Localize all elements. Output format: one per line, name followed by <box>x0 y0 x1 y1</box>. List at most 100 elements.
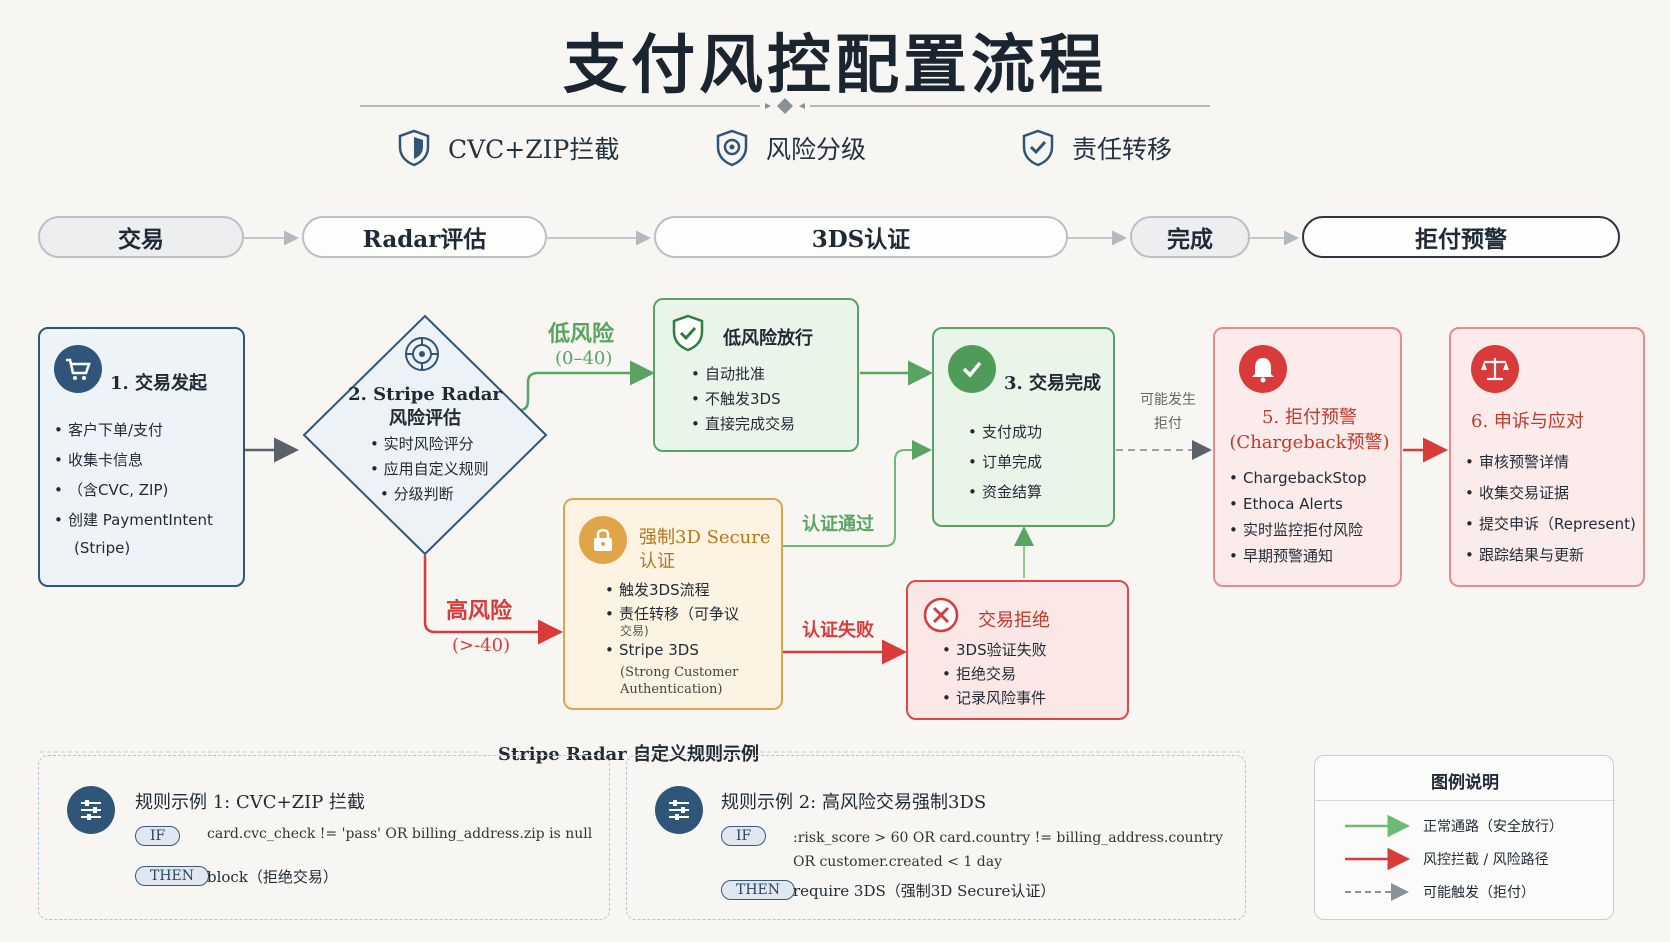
list-item: 自动批准 <box>691 362 795 387</box>
node-force-3ds: 强制3D Secure 认证 触发3DS流程 责任转移（可争议 交易) Stri… <box>563 498 783 710</box>
legend-swatches <box>1345 814 1410 901</box>
list-item: 客户下单/支付 <box>54 415 244 445</box>
list-item: Ethoca Alerts <box>1229 491 1367 517</box>
phase-transaction: 交易 <box>38 216 244 258</box>
legend-item: 可能触发（拒付） <box>1423 885 1535 901</box>
phase-chargeback: 拒付预警 <box>1302 216 1620 258</box>
node-title: 2. Stripe Radar <box>348 384 502 405</box>
node-low-risk: 低风险放行 自动批准 不触发3DS 直接完成交易 <box>653 298 859 452</box>
rules-section-title: Stripe Radar 自定义规则示例 <box>498 744 759 765</box>
feature-cvc-zip: CVC+ZIP拦截 <box>394 128 619 168</box>
list-item: 资金结算 <box>968 477 1042 507</box>
edge-label-low-risk: 低风险 <box>548 321 615 347</box>
node-title: 风险评估 <box>389 408 461 429</box>
phase-complete: 完成 <box>1130 216 1250 258</box>
rule-title: 规则示例 2: 高风险交易强制3DS <box>721 792 987 813</box>
edge-label-high-risk-range: (>-40) <box>452 635 511 656</box>
list-item: • 分级判断 <box>380 485 454 503</box>
feature-risk-level: 风险分级 <box>712 128 866 168</box>
node-initiate: 1. 交易发起 客户下单/支付 收集卡信息 （含CVC, ZIP) 创建 Pay… <box>38 327 245 587</box>
legend-item: 风控拦截 / 风险路径 <box>1423 852 1549 868</box>
rule-then-text: require 3DS（强制3D Secure认证） <box>793 882 1056 900</box>
rule-if-text: card.cvc_check != 'pass' OR billing_addr… <box>207 826 593 842</box>
list-item: 责任转移（可争议 <box>605 602 739 626</box>
node-title: 5. 拒付预警 (Chargeback预警) <box>1229 407 1390 453</box>
shield-badge-icon <box>716 129 748 167</box>
radar-list: • 实时风险评分 • 应用自定义规则 • 分级判断 <box>358 432 489 507</box>
feature-liability-shift: 责任转移 <box>1018 128 1172 168</box>
then-tag: THEN <box>135 866 210 886</box>
feature-label: CVC+ZIP拦截 <box>448 135 620 164</box>
list-item: 收集交易证据 <box>1465 478 1636 509</box>
then-tag: THEN <box>721 880 796 900</box>
sliders-icon <box>655 786 703 834</box>
x-circle-icon <box>922 596 960 638</box>
rule-example-2: 规则示例 2: 高风险交易强制3DS IF :risk_score > 60 O… <box>626 755 1246 920</box>
node-title: 1. 交易发起 <box>110 373 208 394</box>
list-item: 支付成功 <box>968 417 1042 447</box>
node-title: 交易拒绝 <box>978 610 1050 631</box>
list-item: 提交申诉（Represent) <box>1465 509 1636 540</box>
check-circle-icon <box>948 345 996 393</box>
node-title: 6. 申诉与应对 <box>1471 411 1584 432</box>
list-item: 拒绝交易 <box>942 662 1047 686</box>
shield-icon <box>398 129 430 167</box>
list-item: 不触发3DS <box>691 387 795 412</box>
feature-label: 风险分级 <box>766 135 867 164</box>
list-item-sub: 交易) <box>620 624 649 638</box>
edge-label-high-risk: 高风险 <box>446 598 513 624</box>
list-item: 跟踪结果与更新 <box>1465 540 1636 571</box>
rule-if-text: :risk_score > 60 OR card.country != bill… <box>793 830 1223 870</box>
list-item: 3DS验证失败 <box>942 638 1047 662</box>
edge-label-may-chargeback: 可能发生 拒付 <box>1140 392 1196 432</box>
list-item: 早期预警通知 <box>1229 543 1367 569</box>
radar-icon <box>402 334 442 374</box>
rule-example-1: 规则示例 1: CVC+ZIP 拦截 IF card.cvc_check != … <box>38 755 610 920</box>
feature-label: 责任转移 <box>1072 135 1173 164</box>
node-complete: 3. 交易完成 支付成功 订单完成 资金结算 <box>932 327 1115 527</box>
edge-label-auth-fail: 认证失败 <box>802 620 874 641</box>
legend-item: 正常通路（安全放行） <box>1423 819 1563 835</box>
node-declined: 交易拒绝 3DS验证失败 拒绝交易 记录风险事件 <box>906 580 1129 720</box>
shield-check-icon <box>1022 129 1054 167</box>
phase-radar: Radar评估 <box>302 216 547 258</box>
list-item: 创建 PaymentIntent <box>54 505 244 535</box>
list-item: Stripe 3DS <box>605 638 699 662</box>
shield-check-icon <box>669 314 707 356</box>
list-item: 订单完成 <box>968 447 1042 477</box>
if-tag: IF <box>721 826 767 846</box>
edge-label-auth-pass: 认证通过 <box>802 514 874 535</box>
list-item-sub: (Stripe) <box>74 539 131 557</box>
node-radar: 2. Stripe Radar 风险评估 <box>330 383 520 431</box>
list-item: • 应用自定义规则 <box>370 460 489 478</box>
scales-icon <box>1471 345 1519 393</box>
legend-title: 图例说明 <box>1431 773 1499 793</box>
node-chargeback: 5. 拒付预警 (Chargeback预警) ChargebackStop Et… <box>1213 327 1402 587</box>
if-tag: IF <box>135 826 181 846</box>
rule-then-text: block（拒绝交易） <box>207 868 338 886</box>
list-item: ChargebackStop <box>1229 465 1367 491</box>
edge-label-low-risk-range: (0–40) <box>555 348 613 369</box>
node-title: 强制3D Secure 认证 <box>639 527 771 572</box>
rule-title: 规则示例 1: CVC+ZIP 拦截 <box>135 792 366 813</box>
bell-icon <box>1239 345 1287 393</box>
list-item: 审核预警详情 <box>1465 447 1636 478</box>
legend: 图例说明 正常通路（安全放行） 风控拦截 / 风险路径 可能触发（拒付） <box>1314 755 1615 920</box>
node-title: 低风险放行 <box>723 328 813 349</box>
lock-icon <box>579 516 627 564</box>
phase-3ds: 3DS认证 <box>654 216 1068 258</box>
list-item: 直接完成交易 <box>691 412 795 437</box>
node-radar-shape <box>302 314 548 556</box>
list-item: • 实时风险评分 <box>370 435 474 453</box>
list-item: 触发3DS流程 <box>605 578 739 602</box>
title-divider <box>360 98 1210 114</box>
list-item: 实时监控拒付风险 <box>1229 517 1367 543</box>
node-title: 3. 交易完成 <box>1004 373 1102 394</box>
list-item-sub: (Strong Customer Authentication) <box>620 665 739 697</box>
list-item: （含CVC, ZIP) <box>54 475 244 505</box>
list-item: 收集卡信息 <box>54 445 244 475</box>
node-dispute: 6. 申诉与应对 审核预警详情 收集交易证据 提交申诉（Represent) 跟… <box>1449 327 1645 587</box>
sliders-icon <box>67 786 115 834</box>
list-item: 记录风险事件 <box>942 686 1047 710</box>
